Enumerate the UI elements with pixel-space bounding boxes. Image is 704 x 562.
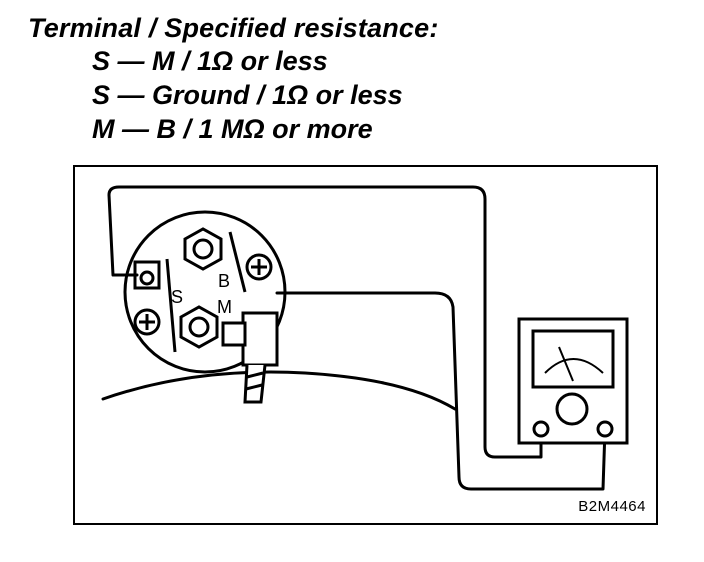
terminal-label-m: M: [217, 297, 232, 317]
terminal-label-s: S: [171, 287, 183, 307]
heading: Terminal / Specified resistance:: [28, 13, 439, 43]
figure-code: B2M4464: [578, 498, 646, 515]
ohmmeter-icon: [517, 317, 629, 445]
diagram-svg: S B M: [101, 185, 629, 491]
spec-s-ground: S — Ground / 1Ω or less: [92, 80, 403, 110]
motor-housing-arc: [101, 370, 457, 411]
wire-m-lead: [275, 291, 607, 491]
solenoid-switch-icon: [123, 210, 287, 374]
wire-s-lead: [107, 185, 543, 459]
diagram-figure: S B M B2M4464: [73, 165, 658, 525]
terminal-label-b: B: [218, 271, 230, 291]
test-lead-icon: [221, 311, 279, 404]
spec-s-m: S — M / 1Ω or less: [92, 46, 328, 76]
spec-m-b: M — B / 1 MΩ or more: [92, 114, 373, 144]
